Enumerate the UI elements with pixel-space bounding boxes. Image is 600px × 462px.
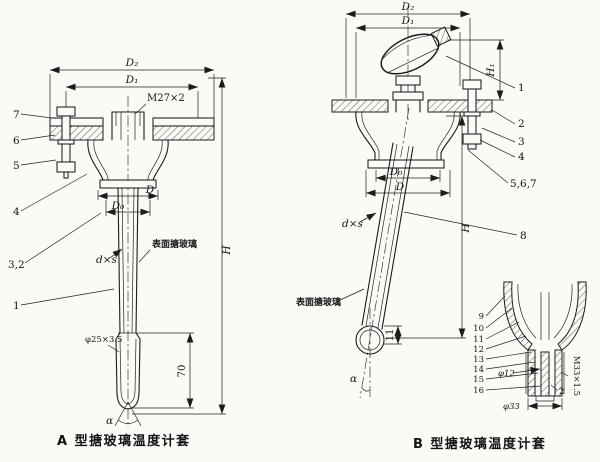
part-b-1: 1 xyxy=(518,82,525,94)
figure-a-caption: A 型搪玻璃温度计套 xyxy=(57,433,191,449)
dim-a-thread: M27×2 xyxy=(147,93,185,104)
thermometer-head xyxy=(380,26,452,75)
vessel-plate-right-a xyxy=(152,125,215,141)
dim-b-dxs: d×s xyxy=(342,218,364,230)
dim-b-11: 11 xyxy=(385,329,396,342)
bolt-assembly-a xyxy=(56,106,76,179)
dim-a-d1: D₁ xyxy=(125,74,139,86)
part-b-4: 4 xyxy=(518,151,525,163)
protect-tube-a xyxy=(115,187,141,410)
dim-b-d: D xyxy=(395,181,405,193)
part-a-4: 4 xyxy=(13,206,20,218)
dim-a-dxs: d×s xyxy=(96,254,118,266)
detail-view: 9 10 11 12 13 14 15 16 φ12 φ33 2 M33×1.5 xyxy=(473,281,587,412)
dim-a-d: D xyxy=(145,184,155,196)
dim-a-alpha: α xyxy=(106,415,113,427)
centerline-b-axis xyxy=(359,107,410,399)
part-b-567: 5,6,7 xyxy=(510,178,537,190)
part-detail-14: 14 xyxy=(473,365,484,375)
part-a-1: 1 xyxy=(13,300,20,312)
part-b-3: 3 xyxy=(518,136,525,148)
part-detail-9: 9 xyxy=(479,312,484,322)
dim-detail-2: 2 xyxy=(559,387,564,397)
part-a-6: 6 xyxy=(13,135,20,147)
vessel-plate-left-a xyxy=(49,125,104,141)
dim-b-d0: D₀ xyxy=(389,166,403,178)
figure-b-caption: B 型搪玻璃温度计套 xyxy=(413,436,546,452)
note-b-surface: 表面搪玻璃 xyxy=(295,296,341,308)
part-detail-12: 12 xyxy=(473,345,484,355)
part-detail-16: 16 xyxy=(473,386,484,396)
dim-detail-thread: M33×1.5 xyxy=(571,356,581,396)
dim-b-h1: H₁ xyxy=(485,63,497,77)
part-detail-15: 15 xyxy=(473,375,484,385)
figure-a: D₂ D₁ M27×2 xyxy=(8,57,233,449)
part-a-5: 5 xyxy=(13,160,20,172)
bolt-assembly-b xyxy=(462,79,482,150)
part-a-32: 3,2 xyxy=(8,259,25,271)
dim-a-h: H xyxy=(221,245,233,256)
dim-detail-phi12: φ12 xyxy=(498,369,515,379)
part-detail-13: 13 xyxy=(473,355,484,365)
dim-detail-phi33: φ33 xyxy=(503,402,520,412)
dim-a-d2: D₂ xyxy=(125,57,139,69)
vessel-plate-left-b xyxy=(331,99,389,113)
dim-b-d2: D₂ xyxy=(401,1,415,13)
part-detail-10: 10 xyxy=(473,324,484,334)
part-detail-11: 11 xyxy=(473,335,484,345)
protect-tube-b xyxy=(355,142,414,355)
dim-b-h: H xyxy=(460,223,472,234)
note-a-surface: 表面搪玻璃 xyxy=(151,238,197,250)
dim-a-70: 70 xyxy=(177,365,188,378)
dim-a-tip: φ25×3.5 xyxy=(85,335,122,345)
vessel-plate-right-b xyxy=(427,99,493,113)
dim-b-alpha: α xyxy=(350,373,357,385)
part-b-2: 2 xyxy=(518,118,525,130)
part-b-8: 8 xyxy=(520,230,527,242)
figure-b: D₂ D₁ H₁ xyxy=(295,1,546,452)
dim-b-d1: D₁ xyxy=(401,15,415,27)
part-a-7: 7 xyxy=(13,109,20,121)
